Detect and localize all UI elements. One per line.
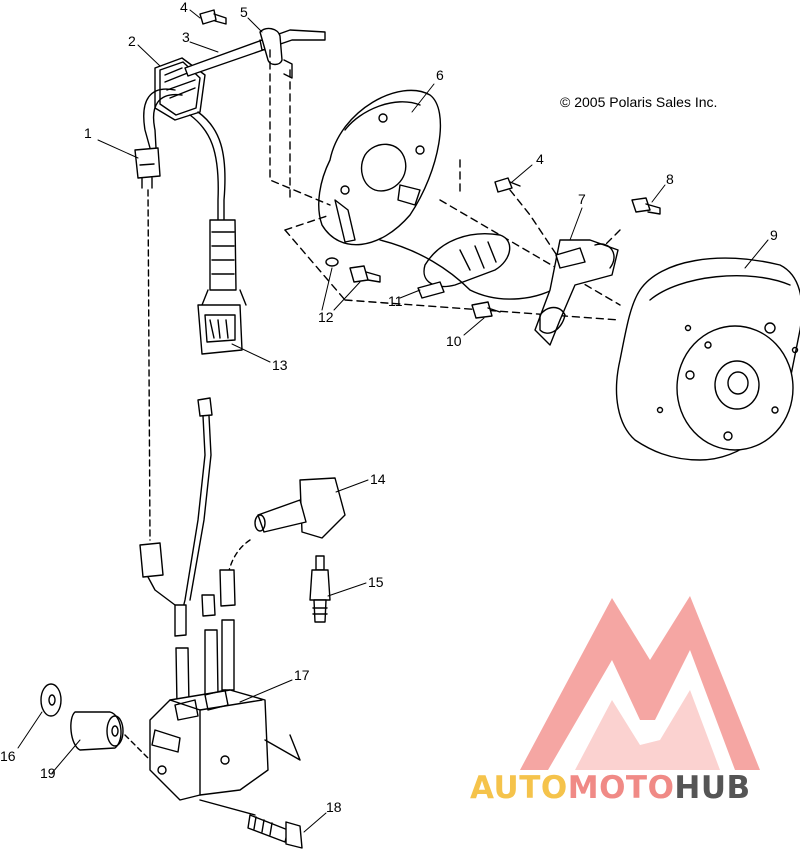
callout-8: 8: [666, 171, 674, 187]
callout-16: 16: [0, 748, 16, 764]
callout-1: 1: [84, 125, 92, 141]
callout-leaders: [17, 9, 769, 833]
screw-washer-part-12: [325, 257, 381, 283]
spark-plug-cap-part-14: [227, 477, 346, 576]
watermark-wordmark: AUTOMOTOHUB: [470, 770, 751, 806]
bolt-part-18: [247, 814, 303, 849]
callout-5: 5: [240, 4, 248, 20]
washer-part-16: [40, 683, 62, 717]
connector-part-1: [134, 147, 161, 189]
connector-block-part-13: [197, 304, 243, 355]
callout-12: 12: [318, 309, 334, 325]
sensor-bracket-part-7: [534, 239, 619, 346]
screw-part-4-mid: [494, 177, 521, 193]
callout-3: 3: [182, 29, 190, 45]
callout-14: 14: [370, 471, 386, 487]
callout-15: 15: [368, 574, 384, 590]
regulator-wire-harness: [143, 88, 247, 306]
spark-plug-part-15: [309, 555, 331, 623]
copyright-text: © 2005 Polaris Sales Inc.: [560, 94, 718, 110]
watermark-logo: [520, 596, 760, 770]
callout-4-top: 4: [180, 0, 188, 15]
callout-2: 2: [128, 33, 136, 49]
bracket-part-3: [184, 29, 326, 77]
watermark-moto: MOTO: [567, 770, 675, 806]
screw-part-8: [631, 197, 661, 215]
screw-part-10: [471, 301, 501, 319]
watermark-hub: HUB: [674, 770, 751, 806]
ignition-coil-part-17: [149, 689, 301, 816]
screw-part-4-top: [199, 9, 227, 25]
stator-plate-part-6: [318, 89, 442, 246]
pickup-coil-part-11: [379, 233, 561, 300]
callout-19: 19: [40, 765, 56, 781]
callout-11: 11: [388, 293, 403, 309]
callout-9: 9: [770, 227, 778, 243]
leader-line: [147, 189, 151, 541]
callout-18: 18: [326, 799, 342, 815]
coil-leads: [174, 569, 236, 706]
watermark-auto: AUTO: [470, 770, 568, 806]
alignment-lines: [269, 49, 621, 321]
callout-17: 17: [294, 667, 310, 683]
callout-10: 10: [446, 333, 462, 349]
flywheel-part-9: [615, 257, 800, 461]
callout-7: 7: [578, 191, 586, 207]
bushing-part-19: [70, 711, 151, 761]
callout-13: 13: [272, 357, 288, 373]
callout-4-mid: 4: [536, 151, 544, 167]
ignition-wire: [139, 397, 213, 621]
callout-6: 6: [436, 67, 444, 83]
